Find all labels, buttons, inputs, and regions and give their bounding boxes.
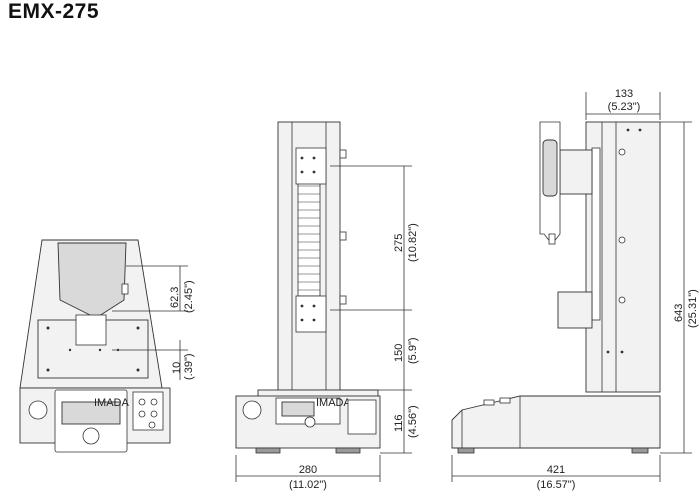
front-view-lower-carriage: [295, 295, 327, 333]
dim-side-width-in: (5.23"): [608, 101, 641, 113]
dim-front-offset-in: (2.45"): [183, 280, 195, 313]
dim-height-mm: 643: [673, 304, 685, 322]
dim-side-width-mm: 133: [615, 88, 633, 100]
dim-clearance-in: (5.9"): [407, 337, 419, 364]
dim-front-small-mm: 10: [171, 362, 183, 374]
dim-height-in: (25.31"): [687, 289, 699, 328]
front-view-brand: IMADA: [316, 397, 352, 409]
top-view-keypad: [132, 391, 164, 431]
dim-base-height-in: (4.56"): [407, 405, 419, 438]
dim-travel-in: (10.82"): [407, 223, 419, 262]
dim-travel-mm: 275: [393, 234, 405, 252]
side-view: 133 (5.23") 643 (25.31") 421 (16.57"): [451, 88, 699, 491]
side-view-foot-front: [457, 447, 475, 454]
front-view-lead-screw: [297, 177, 321, 297]
dim-clearance-mm: 150: [393, 344, 405, 362]
dim-depth-mm: 421: [547, 464, 565, 476]
dim-depth-in: (16.57"): [537, 479, 576, 491]
page-title: EMX-275: [8, 0, 100, 23]
side-view-foot-rear: [631, 447, 649, 454]
side-view-base: [451, 395, 661, 449]
front-view-foot-right: [335, 447, 361, 454]
top-view: IMADA 62.3 (2.45") 10 (.39"): [19, 239, 195, 453]
front-view-foot-left: [255, 447, 281, 454]
top-view-brand: IMADA: [94, 397, 130, 409]
side-view-carriage-plate: [591, 147, 601, 321]
dim-front-small-in: (.39"): [183, 353, 195, 380]
top-view-dial: [82, 427, 100, 445]
front-view-upper-carriage: [295, 147, 327, 185]
top-view-motor: [57, 242, 127, 319]
dim-front-offset-mm: 62.3: [169, 287, 181, 308]
top-view-knob: [121, 283, 129, 295]
dim-front-width-mm: 280: [299, 464, 317, 476]
top-view-gauge-mount: [75, 314, 107, 346]
front-view-keypad: [347, 399, 377, 435]
top-view-display: [61, 401, 121, 425]
side-view-bracket: [559, 149, 593, 195]
top-view-switch: [28, 400, 48, 420]
dim-base-height-mm: 116: [393, 414, 405, 432]
front-view-switch: [242, 400, 262, 420]
dim-front-width-in: (11.02"): [289, 479, 327, 491]
front-view: IMADA 275 (10.82") 150 (5.9") 116 (4.56"…: [235, 121, 419, 491]
side-view-lower-fixture: [557, 291, 593, 329]
